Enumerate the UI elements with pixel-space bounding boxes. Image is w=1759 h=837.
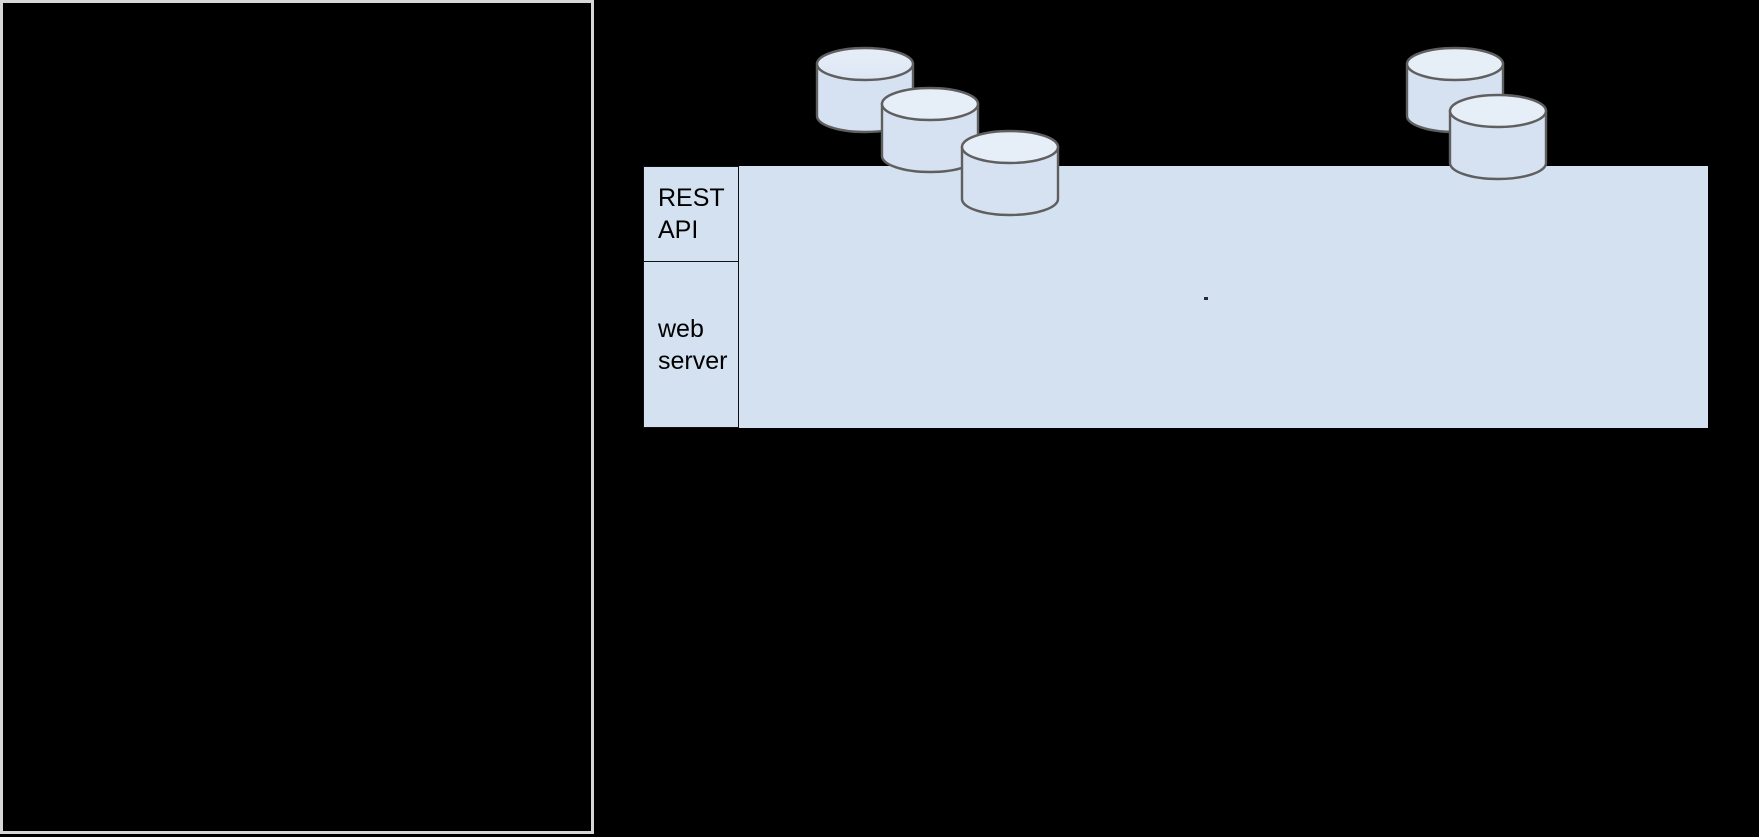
group-two-box[interactable] bbox=[1208, 166, 1708, 428]
cell-web-server-line2: server bbox=[658, 346, 728, 375]
black-panel-content bbox=[3, 3, 591, 831]
black-panel bbox=[0, 0, 594, 834]
database-cylinder-icon[interactable] bbox=[1448, 93, 1548, 181]
cell-web-server-line1: web bbox=[658, 314, 704, 343]
side-column-group-one[interactable]: REST API web server bbox=[643, 166, 739, 428]
cell-rest-api-line1: REST bbox=[658, 184, 725, 212]
cell-rest-api[interactable]: REST API bbox=[644, 167, 738, 262]
diagram-canvas: REST API web server bbox=[597, 0, 1759, 837]
database-cylinder-icon[interactable] bbox=[960, 129, 1060, 217]
cell-web-server[interactable]: web server bbox=[644, 262, 738, 427]
cell-rest-api-line2: API bbox=[658, 216, 699, 244]
